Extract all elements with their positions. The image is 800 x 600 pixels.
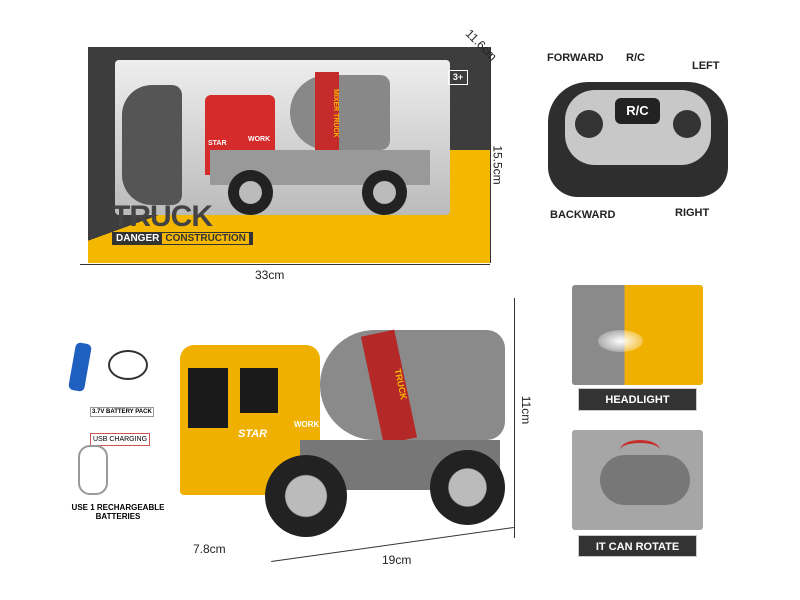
truck-wheel — [265, 455, 347, 537]
battery-pack-label: 3.7V BATTERY PACK — [90, 407, 154, 417]
subtitle-construction: CONSTRUCTION — [162, 233, 249, 244]
headlight-label: HEADLIGHT — [578, 388, 697, 411]
truck-length: 19cm — [382, 553, 412, 567]
truck-wheel — [430, 450, 505, 525]
package-truck-drum — [290, 75, 390, 150]
steer-stick[interactable] — [673, 110, 701, 138]
package-width-line — [80, 264, 490, 265]
package-side-text: WORK — [248, 136, 271, 143]
package-wheel — [362, 170, 407, 215]
truck-depth: 7.8cm — [193, 542, 226, 556]
package-remote-image — [122, 85, 182, 205]
rotate-drum — [600, 455, 690, 505]
truck-height: 11cm — [519, 395, 534, 425]
usb-cable-icon — [78, 445, 108, 495]
truck-height-line — [514, 298, 515, 538]
headlight-glow — [598, 330, 643, 352]
remote-badge: R/C — [615, 98, 660, 124]
truck-logo: TRUCK — [112, 200, 213, 233]
charger-cable-icon — [108, 350, 148, 380]
package-door-text: STAR — [208, 140, 227, 147]
age-badge: 3+ — [448, 70, 468, 85]
package-width: 33cm — [255, 268, 285, 282]
label-right: RIGHT — [675, 207, 710, 219]
truck-side-window — [240, 368, 278, 413]
label-rc: R/C — [626, 52, 645, 64]
truck-side-text: WORK — [294, 420, 320, 429]
label-left: LEFT — [692, 60, 720, 72]
subtitle-danger: DANGER — [116, 233, 160, 244]
package-drum-band: MIXER TRUCK — [315, 72, 339, 154]
battery-caption: USE 1 RECHARGEABLE BATTERIES — [71, 503, 165, 521]
truck-door-text: STAR — [238, 428, 268, 440]
rotate-arrow-icon — [620, 440, 660, 460]
rotate-label: IT CAN ROTATE — [578, 535, 697, 557]
battery-icon — [67, 341, 93, 393]
forward-stick[interactable] — [575, 110, 603, 138]
truck-windshield — [188, 368, 228, 428]
package-height-line — [490, 47, 491, 263]
package-height: 15.5cm — [490, 145, 505, 185]
label-forward: FORWARD — [547, 52, 604, 64]
label-backward: BACKWARD — [550, 209, 616, 221]
package-wheel — [228, 170, 273, 215]
usb-charging-label: USB CHARGING — [90, 433, 151, 446]
